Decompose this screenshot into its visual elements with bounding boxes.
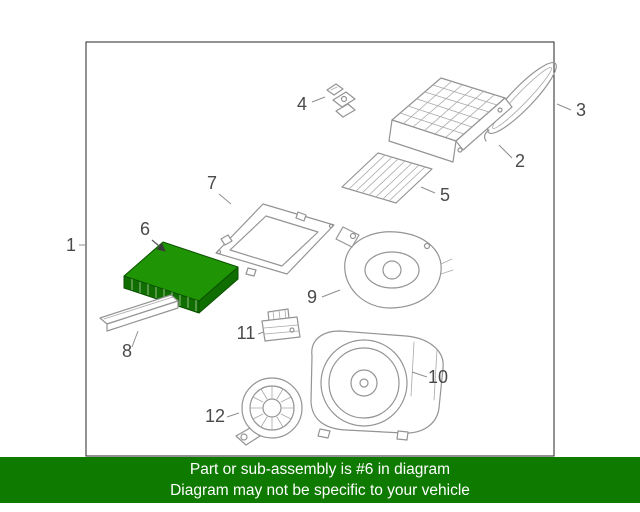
part-2-upper-inlet-case bbox=[388, 77, 513, 163]
part-7-filter-cover-frame bbox=[215, 203, 335, 277]
notice-banner: Part or sub-assembly is #6 in diagram Di… bbox=[0, 457, 640, 503]
part-10-lower-blower-case bbox=[310, 330, 444, 441]
callout-6-label: 6 bbox=[140, 219, 150, 239]
callout-12: 12 bbox=[205, 406, 240, 426]
callout-6-highlighted: 6 bbox=[140, 219, 166, 252]
callout-2: 2 bbox=[498, 144, 525, 171]
exploded-parts-diagram: 1 2 3 4 5 6 7 8 bbox=[66, 41, 586, 457]
callout-4: 4 bbox=[297, 94, 326, 114]
notice-banner-text: Part or sub-assembly is #6 in diagram Di… bbox=[0, 459, 640, 501]
notice-line-2: Diagram may not be specific to your vehi… bbox=[170, 482, 470, 499]
callout-9-label: 9 bbox=[307, 287, 317, 307]
callout-10-label: 10 bbox=[428, 367, 448, 387]
part-4-bracket bbox=[326, 83, 356, 118]
part-6-cabin-air-filter-highlighted bbox=[123, 241, 239, 314]
callout-7: 7 bbox=[207, 173, 232, 205]
callout-7-label: 7 bbox=[207, 173, 217, 193]
callout-5-label: 5 bbox=[440, 185, 450, 205]
callout-4-label: 4 bbox=[297, 94, 307, 114]
part-9-upper-blower-case bbox=[335, 226, 454, 309]
callout-1-label: 1 bbox=[66, 235, 76, 255]
callout-2-label: 2 bbox=[515, 151, 525, 171]
callout-11-label: 11 bbox=[237, 323, 256, 343]
callout-3: 3 bbox=[556, 100, 586, 120]
part-12-blower-motor bbox=[235, 377, 303, 446]
part-11-blower-resistor bbox=[261, 308, 301, 342]
callout-5: 5 bbox=[420, 185, 450, 205]
part-5-louver-cover bbox=[341, 152, 433, 204]
callout-1: 1 bbox=[66, 235, 87, 255]
callout-8: 8 bbox=[122, 330, 139, 361]
callout-10: 10 bbox=[411, 367, 448, 387]
callout-9: 9 bbox=[307, 287, 341, 307]
assembly-outline-box bbox=[85, 41, 555, 457]
callout-11: 11 bbox=[237, 323, 265, 343]
part-3-seal-strip bbox=[483, 62, 557, 142]
part-8-seal-rail bbox=[99, 294, 179, 332]
callout-12-label: 12 bbox=[205, 406, 225, 426]
notice-line-1: Part or sub-assembly is #6 in diagram bbox=[189, 461, 451, 478]
filter-top-face bbox=[123, 241, 239, 302]
callout-3-label: 3 bbox=[576, 100, 586, 120]
callout-8-label: 8 bbox=[122, 341, 132, 361]
